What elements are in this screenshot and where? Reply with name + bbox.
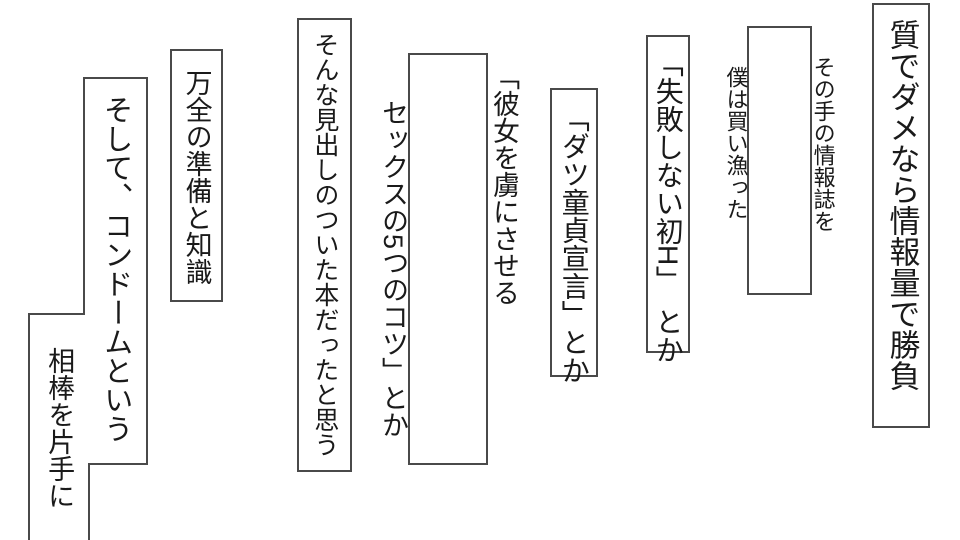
caption-line: 「失敗しない初H」 とか [652, 49, 684, 364]
caption-line: 質でダメなら情報量で勝負 [884, 19, 920, 391]
caption-text: その手の情報誌を 僕は買い漁った [663, 56, 895, 232]
caption-line: 僕は買い漁った [723, 66, 749, 220]
caption-book-headline: そんな見出しのついた本だったと思う [297, 18, 352, 472]
caption-text: 「失敗しない初H」 とか [595, 49, 742, 363]
caption-sex-tips-book: 「彼女を虜にさせる セックスの5つのコツ」とか [378, 53, 519, 465]
caption-line: 「ダツ童貞宣言」とか [558, 104, 590, 384]
caption-line: そして、コンドームという [99, 95, 132, 443]
caption-text: そんな見出しのついた本だったと思う [258, 32, 392, 457]
caption-text: そして、コンドームという [39, 95, 191, 443]
caption-text: 「彼女を虜にさせる セックスの5つのコツ」とか [300, 63, 596, 438]
border-merge-patch [85, 313, 93, 463]
caption-partner-in-hand: 相棒を片手に [28, 313, 90, 540]
caption-line: セックスの5つのコツ」とか [378, 99, 409, 439]
caption-text: 相棒を片手に [0, 347, 130, 509]
caption-quality-vs-quantity: 質でダメなら情報量で勝負 [872, 3, 930, 428]
caption-info-magazines: その手の情報誌を 僕は買い漁った [723, 26, 836, 295]
caption-line: そんな見出しのついた本だったと思う [310, 32, 339, 457]
caption-text: 万全の準備と知識 [126, 69, 268, 285]
caption-preparation-knowledge: 万全の準備と知識 [170, 49, 223, 302]
caption-line: 相棒を片手に [44, 347, 75, 509]
caption-text: 「ダツ童貞宣言」とか [501, 104, 648, 384]
caption-text: 質でダメなら情報量で勝負 [819, 19, 960, 391]
caption-line: 「彼女を虜にさせる [488, 63, 519, 306]
caption-line: その手の情報誌を [810, 56, 836, 232]
caption-first-h: 「失敗しない初H」 とか [646, 35, 690, 363]
caption-condom: そして、コンドームという [83, 77, 148, 465]
caption-virginity-declaration: 「ダツ童貞宣言」とか [550, 88, 598, 384]
caption-line: 万全の準備と知識 [181, 69, 212, 285]
